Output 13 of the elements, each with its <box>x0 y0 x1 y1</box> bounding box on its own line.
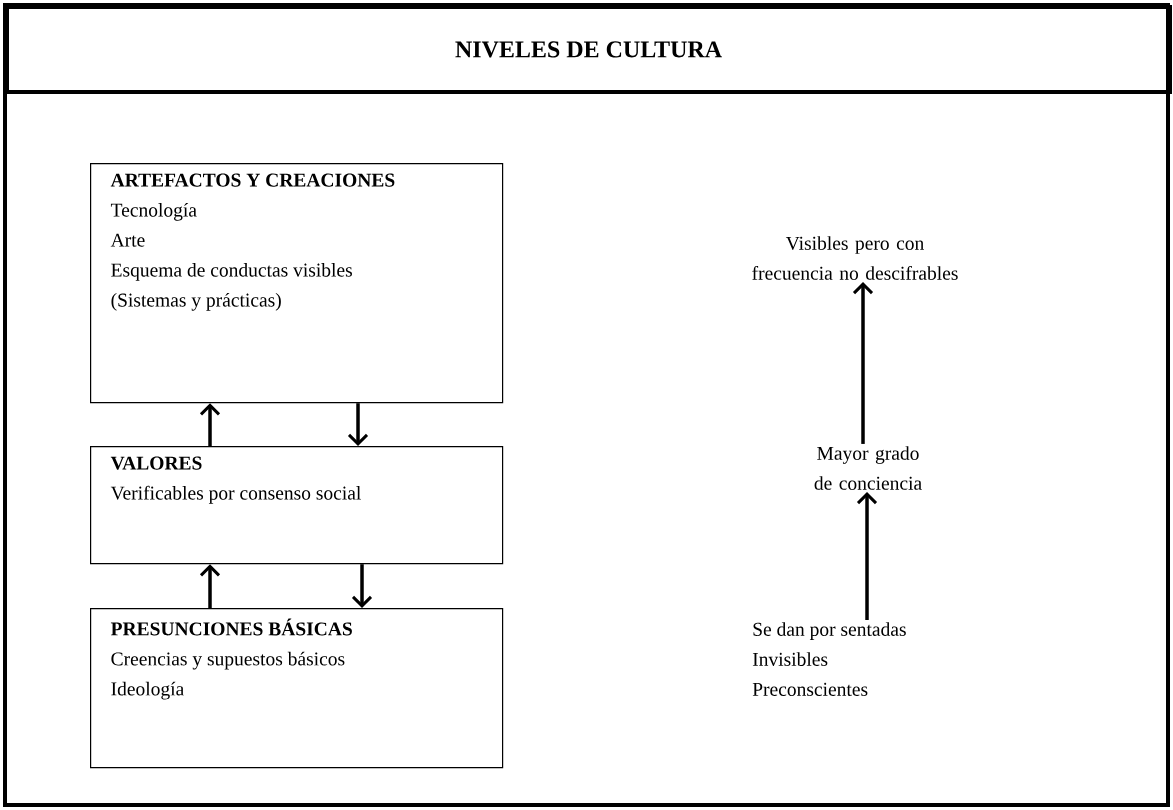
text-label: Se dan por sentadas Invisibles Preconscientes <box>752 622 906 696</box>
level-box: PRESUNCIONES BÁSICAS Creencias y supuestos básicos Ideología <box>90 608 504 769</box>
arrow <box>351 564 373 608</box>
text-label: Mayor grado de conciencia <box>814 446 922 490</box>
arrow <box>199 403 221 446</box>
level-box: VALORES Verificables por consenso social <box>90 446 504 565</box>
arrow <box>347 403 369 446</box>
text-label: Visibles pero con frecuencia no descifrables <box>752 236 958 280</box>
arrow <box>852 282 874 444</box>
arrow <box>856 492 878 620</box>
arrow <box>199 564 221 608</box>
title-band: NIVELES DE CULTURA <box>5 5 1172 94</box>
level-box: ARTEFACTOS Y CREACIONES Tecnología Arte Esquema de conductas visibles (Sistemas y prácticas) <box>90 163 504 404</box>
